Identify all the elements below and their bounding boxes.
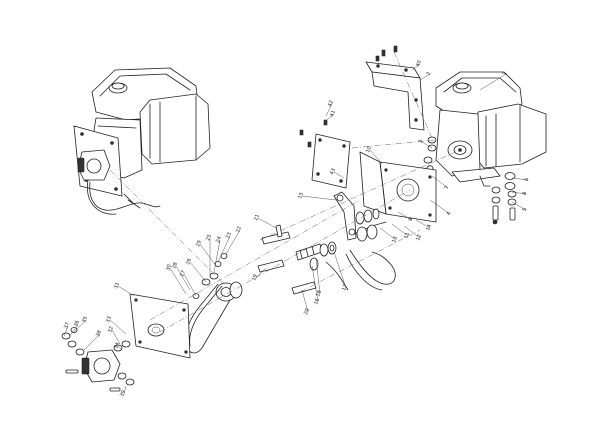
callout-number: 24 [215, 236, 223, 244]
callout-number: 28 [171, 262, 179, 270]
belt-drive [185, 253, 243, 354]
callout-number: 18 [315, 290, 323, 298]
drive-shaft-set [257, 208, 380, 295]
callout-number: 39 [119, 390, 127, 398]
callout-number: 3 [418, 139, 425, 144]
callout-number: 19 [251, 274, 259, 282]
callout-leader [431, 175, 449, 189]
callout-number: 8 [522, 191, 529, 196]
callout-number: 25 [205, 234, 213, 242]
mounting-bracket [365, 45, 425, 131]
callout-number: 31 [113, 282, 121, 290]
callout-number: 6 [524, 177, 531, 182]
callout-number: 33 [105, 316, 113, 324]
callout-leader [333, 171, 345, 179]
callout-leader [315, 257, 321, 295]
callout-number: 27 [179, 270, 187, 278]
gear-housing-plate [359, 151, 437, 223]
callout-leader [511, 177, 529, 181]
callout-number: 20 [303, 308, 311, 316]
callout-leader [397, 211, 413, 221]
callout-leader [175, 265, 191, 291]
callout-leader [403, 225, 421, 239]
callout-number: 37 [63, 322, 71, 330]
callout-number: 34 [113, 342, 121, 350]
callout-number: 13 [391, 236, 399, 244]
callout-leader [391, 223, 409, 237]
callout-leader [117, 345, 123, 351]
callout-number: 40 [415, 60, 423, 68]
engine-assembly-left [73, 67, 211, 215]
callout-leader [369, 149, 383, 165]
callout-leader [83, 333, 101, 351]
callout-number: 42 [327, 100, 335, 108]
callout-number: 23 [225, 232, 233, 240]
callout-number: 12 [415, 234, 423, 242]
callout-number: 32 [107, 326, 115, 334]
callout-number: 26 [185, 258, 193, 266]
callout-leader [429, 199, 451, 215]
callout-leader [213, 239, 221, 273]
callout-number: 36 [73, 320, 81, 328]
callout-number: 30 [165, 264, 173, 272]
callout-number: 2 [426, 71, 433, 76]
callout-number: 29 [195, 240, 203, 248]
callout-number: 16 [313, 298, 321, 306]
callout-leader [123, 385, 127, 395]
callout-leader [421, 141, 433, 149]
callout-number: 38 [95, 330, 103, 338]
lower-plate [129, 293, 191, 359]
callout-leader [63, 325, 69, 337]
callout-number: 11 [403, 232, 411, 240]
callout-leader [325, 103, 333, 117]
callout-leader [183, 273, 197, 297]
cover-plate [299, 119, 351, 189]
callout-leader [511, 191, 527, 195]
callout-leader [311, 265, 319, 303]
callout-leader [411, 63, 421, 71]
callout-number: 21 [253, 214, 261, 222]
callout-leader [511, 201, 527, 211]
callout-number: 10 [365, 146, 373, 154]
callout-leader [69, 323, 79, 337]
callout-leader [257, 217, 277, 229]
callout-leader [379, 227, 397, 241]
callout-leader [73, 319, 87, 333]
callout-number: 41 [329, 110, 337, 118]
assembly-axes [109, 51, 461, 333]
callout-leader [217, 235, 231, 263]
callout-leader [109, 319, 127, 335]
throttle-cable [325, 249, 396, 291]
callout-number: 9 [408, 217, 415, 222]
callout-number: 5 [522, 207, 529, 212]
callout-number: 17 [341, 284, 349, 292]
callout-number: 15 [297, 192, 305, 200]
electric-motor [61, 327, 135, 392]
callout-leader [199, 243, 217, 267]
callout-leader [419, 73, 431, 81]
callout-leader [333, 251, 347, 289]
callout-leader [225, 229, 241, 255]
callout-leader [255, 267, 267, 279]
callout-leader [301, 289, 309, 313]
callout-leader [479, 73, 507, 91]
callout-number: 1 [502, 71, 509, 76]
callout-number: 14 [425, 224, 433, 232]
callout-number: 7 [444, 185, 451, 190]
callout-number: 35 [81, 316, 89, 324]
engine-assembly-right [435, 71, 547, 187]
callout-leader [169, 267, 187, 295]
callout-leader [301, 195, 337, 201]
callout-leader [415, 219, 431, 229]
callout-number: 43 [329, 168, 337, 176]
callout-leader [117, 285, 135, 297]
callout-leader [323, 113, 335, 123]
callout-number: 22 [235, 226, 243, 234]
callout-leader [189, 261, 207, 283]
callout-leader [111, 329, 121, 345]
callout-number: 4 [446, 211, 453, 216]
